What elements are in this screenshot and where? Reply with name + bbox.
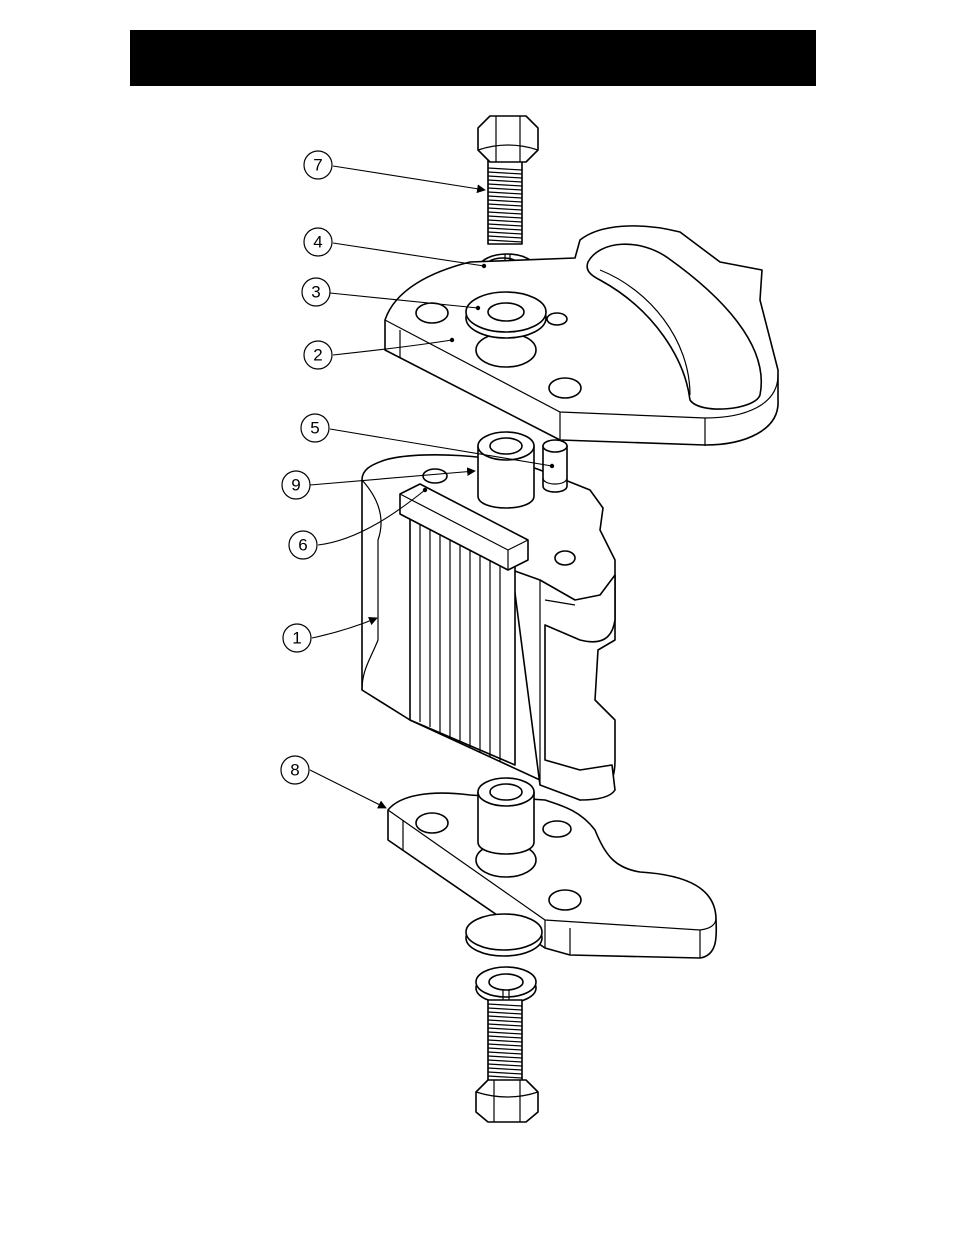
callout-6-label: 6 xyxy=(298,536,307,555)
callout-7: 7 xyxy=(304,151,332,179)
callout-bubbles: 7 4 3 2 5 9 6 1 8 xyxy=(281,151,332,784)
callout-3: 3 xyxy=(302,278,330,306)
bottom-bushing xyxy=(478,778,534,854)
pin xyxy=(543,440,567,492)
callout-8-label: 8 xyxy=(290,761,299,780)
top-plate xyxy=(385,226,778,446)
callout-9-label: 9 xyxy=(291,476,300,495)
callout-2: 2 xyxy=(304,341,332,369)
callout-5: 5 xyxy=(301,414,329,442)
leader-7 xyxy=(333,166,485,190)
callout-4: 4 xyxy=(304,228,332,256)
top-flat-washer xyxy=(466,292,546,338)
callout-9: 9 xyxy=(282,471,310,499)
leader-8 xyxy=(310,770,386,808)
bottom-lock-washer xyxy=(476,967,536,1003)
callout-1: 1 xyxy=(283,624,311,652)
callout-8: 8 xyxy=(281,756,309,784)
callout-2-label: 2 xyxy=(313,346,322,365)
callout-5-label: 5 xyxy=(310,419,319,438)
top-bolt xyxy=(478,116,538,244)
bottom-bolt xyxy=(476,1000,538,1122)
callout-3-label: 3 xyxy=(311,283,320,302)
bottom-plate xyxy=(388,793,716,958)
bottom-flat-washer xyxy=(466,914,542,956)
top-bushing xyxy=(478,432,534,508)
callout-7-label: 7 xyxy=(313,156,322,175)
callout-6: 6 xyxy=(289,531,317,559)
callout-4-label: 4 xyxy=(313,233,322,252)
main-body xyxy=(362,455,615,800)
callout-1-label: 1 xyxy=(292,629,301,648)
leader-4 xyxy=(333,243,484,266)
